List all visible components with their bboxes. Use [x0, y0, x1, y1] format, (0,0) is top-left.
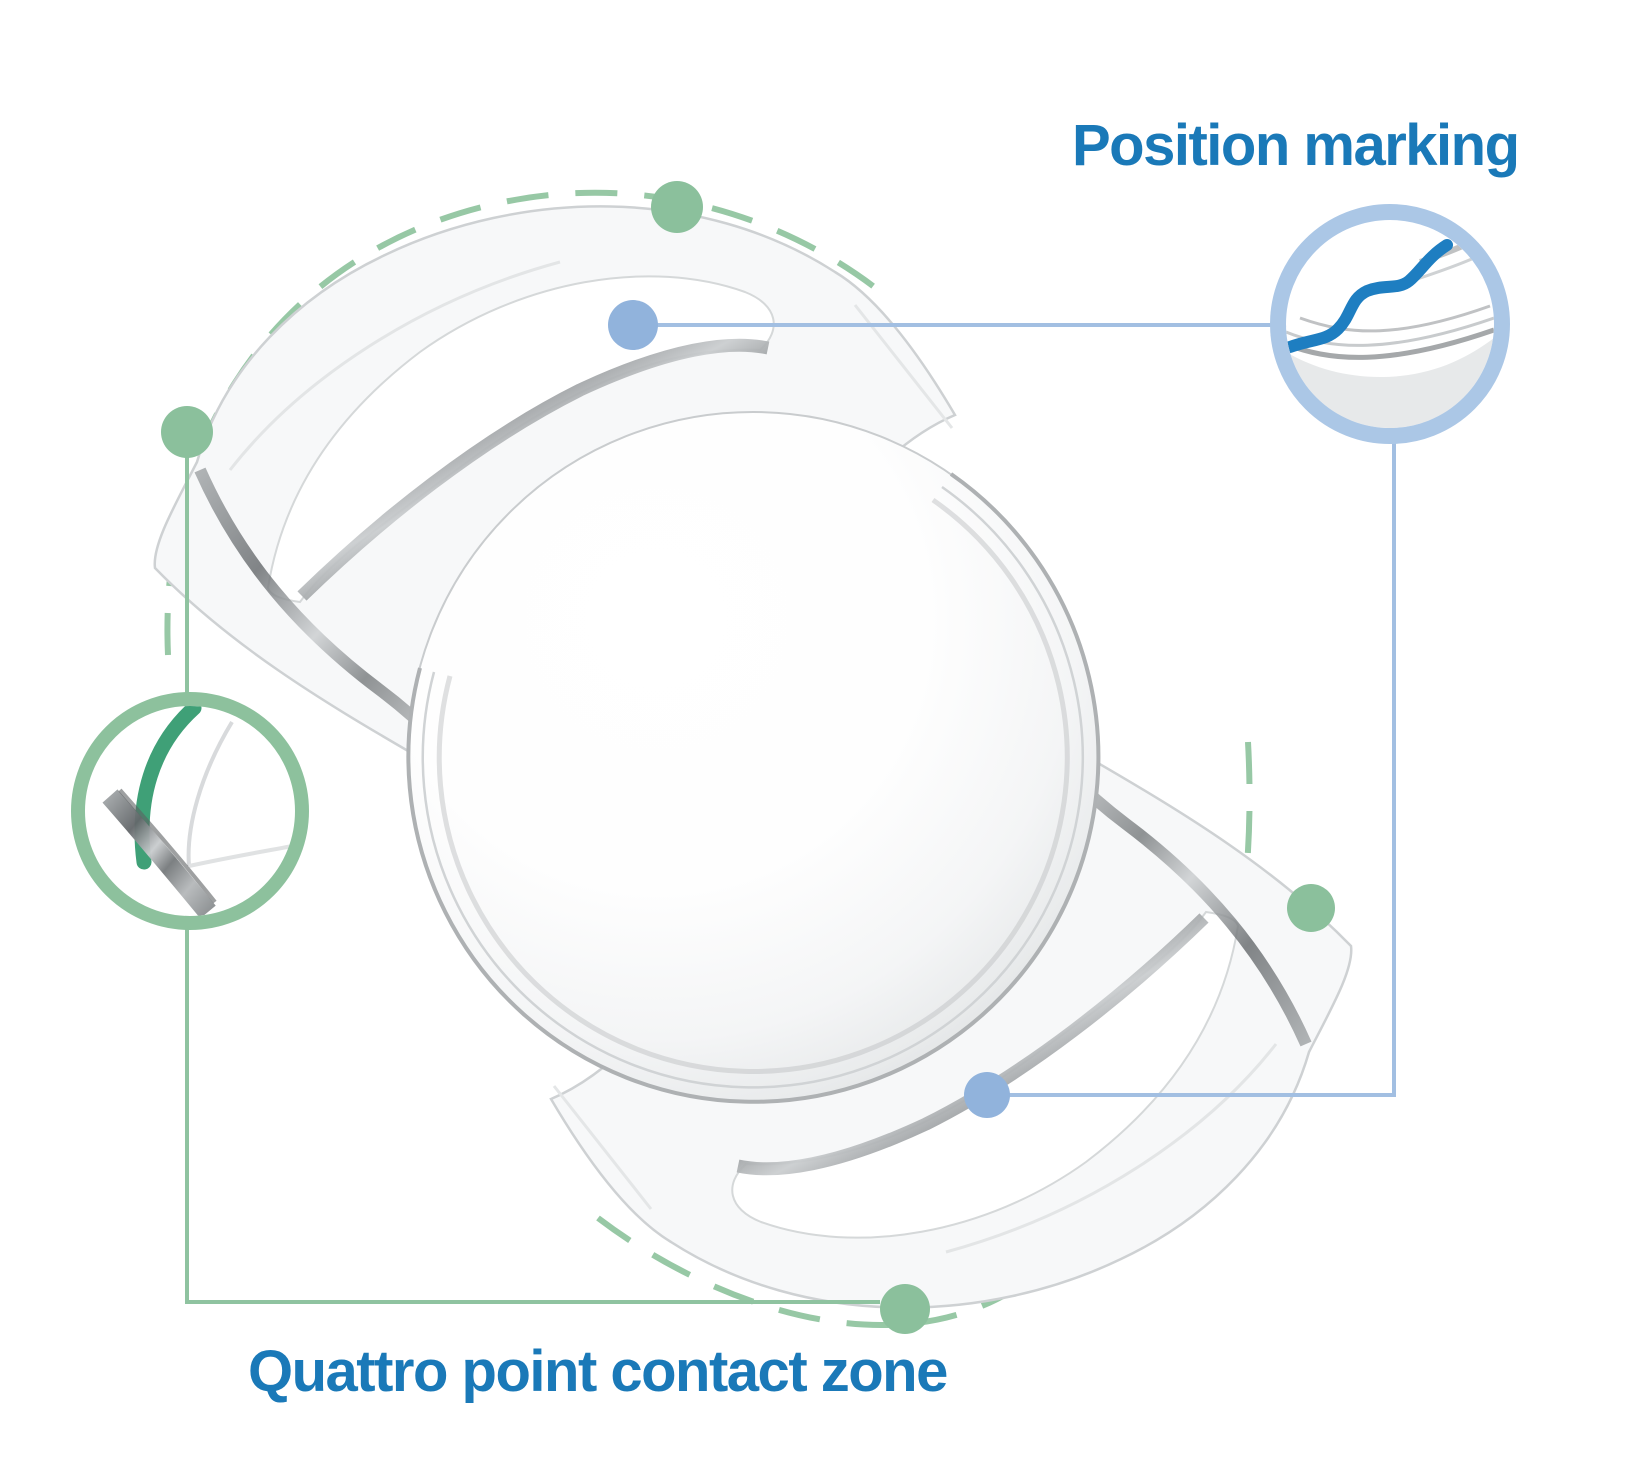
position-marking-marker-top [608, 300, 658, 350]
position-marking-label: Position marking [1072, 113, 1520, 178]
magnifier-ring-green [71, 692, 309, 930]
contact-point-markers [161, 181, 1335, 1334]
contact-point-marker-left [161, 406, 213, 458]
magnifier-ring-blue [1270, 204, 1510, 444]
position-marking-markers [608, 300, 1010, 1118]
dashed-arc-top-left [164, 189, 895, 656]
blue-connector-line-bottom [987, 330, 1396, 1097]
optic [407, 411, 1099, 1103]
iol-lens [155, 206, 1352, 1307]
position-marking-marker-bottom [964, 1072, 1010, 1118]
contact-point-marker-top [651, 181, 703, 233]
contact-point-marker-right [1287, 884, 1335, 932]
quattro-contact-zone-label: Quattro point contact zone [248, 1339, 948, 1404]
optic-rim-rings [406, 472, 1101, 1104]
contact-zone-magnifier [71, 692, 309, 930]
magnified-position-marking-line [1286, 239, 1453, 353]
contact-point-marker-bottom [880, 1284, 930, 1334]
position-marking-magnifier [1270, 204, 1510, 444]
